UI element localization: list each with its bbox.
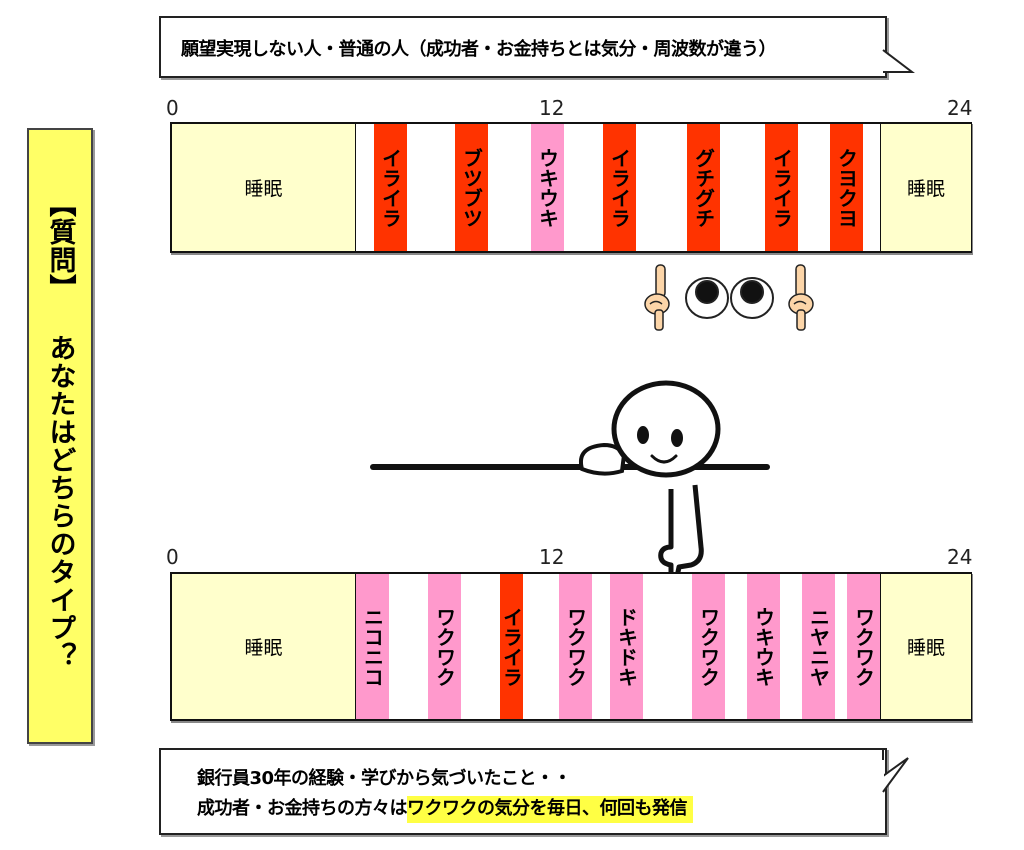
mood-stripe: ワクワク [847, 574, 880, 719]
mood-stripe: ワクワク [428, 574, 461, 719]
bottom-axis-12: 12 [539, 545, 565, 569]
bottom-speech-bubble: 銀行員30年の経験・学びから気づいたこと・・ 成功者・お金持ちの方々はワクワクの… [159, 748, 887, 835]
mood-stripe: ニヤニヤ [802, 574, 835, 719]
mood-stripe: ドキドキ [610, 574, 643, 719]
bottom-axis-24: 24 [947, 545, 973, 569]
sleep-label: 睡眠 [906, 637, 945, 659]
sleep-label: 睡眠 [906, 178, 945, 200]
sleep-label: 睡眠 [244, 637, 283, 659]
mood-stripe: ワクワク [559, 574, 592, 719]
stick-figure-illustration [370, 380, 770, 575]
top-bubble-text: 願望実現しない人・普通の人（成功者・お金持ちとは気分・周波数が違う） [181, 39, 777, 60]
mood-stripe: クヨクヨ [830, 124, 863, 251]
top-axis-24: 24 [947, 96, 973, 120]
bottom-timeline-chart: 睡眠 ニコニコ ワクワク イライラ ワクワク ドキドキ ワクワク ウキウキ ニヤ… [170, 572, 972, 721]
question-text: 【質問】 あなたはどちらのタイプ？ [44, 190, 76, 670]
mood-stripe: ウキウキ [747, 574, 780, 719]
mood-stripe: ブツブツ [455, 124, 488, 251]
bottom-axis-0: 0 [166, 545, 179, 569]
sleep-block: 睡眠 [880, 574, 971, 719]
mood-stripe: イライラ [500, 574, 524, 719]
eyes-icon [685, 277, 774, 319]
eyes-illustration [644, 264, 814, 331]
pointing-hand-icon [788, 264, 814, 331]
mood-stripe: ワクワク [692, 574, 725, 719]
top-axis-12: 12 [539, 96, 565, 120]
sleep-block: 睡眠 [172, 574, 356, 719]
pointing-hand-icon [644, 264, 670, 331]
mood-stripe: イライラ [603, 124, 636, 251]
bottom-bubble-line2-plain: 成功者・お金持ちの方々は [197, 798, 408, 819]
highlighted-text: ワクワクの気分を毎日、何回も発信 [407, 796, 693, 823]
bottom-bubble-line1: 銀行員30年の経験・学びから気づいたこと・・ [197, 768, 572, 789]
bottom-bubble-line2: 成功者・お金持ちの方々はワクワクの気分を毎日、何回も発信 [197, 794, 693, 823]
top-speech-bubble: 願望実現しない人・普通の人（成功者・お金持ちとは気分・周波数が違う） [159, 16, 887, 78]
question-panel: 【質問】 あなたはどちらのタイプ？ [27, 128, 93, 744]
sleep-label: 睡眠 [244, 178, 283, 200]
top-bubble-tail [880, 49, 915, 73]
bottom-bubble-tail [880, 750, 909, 793]
sleep-block: 睡眠 [880, 124, 971, 251]
mood-stripe: イライラ [765, 124, 798, 251]
sleep-block: 睡眠 [172, 124, 356, 251]
top-timeline-chart: 睡眠 イライラ ブツブツ ウキウキ イライラ グチグチ イライラ クヨクヨ 睡眠 [170, 122, 972, 253]
mood-stripe: ウキウキ [531, 124, 564, 251]
mood-stripe: グチグチ [687, 124, 720, 251]
mood-stripe: イライラ [374, 124, 407, 251]
top-axis-0: 0 [166, 96, 179, 120]
mood-stripe: ニコニコ [356, 574, 389, 719]
